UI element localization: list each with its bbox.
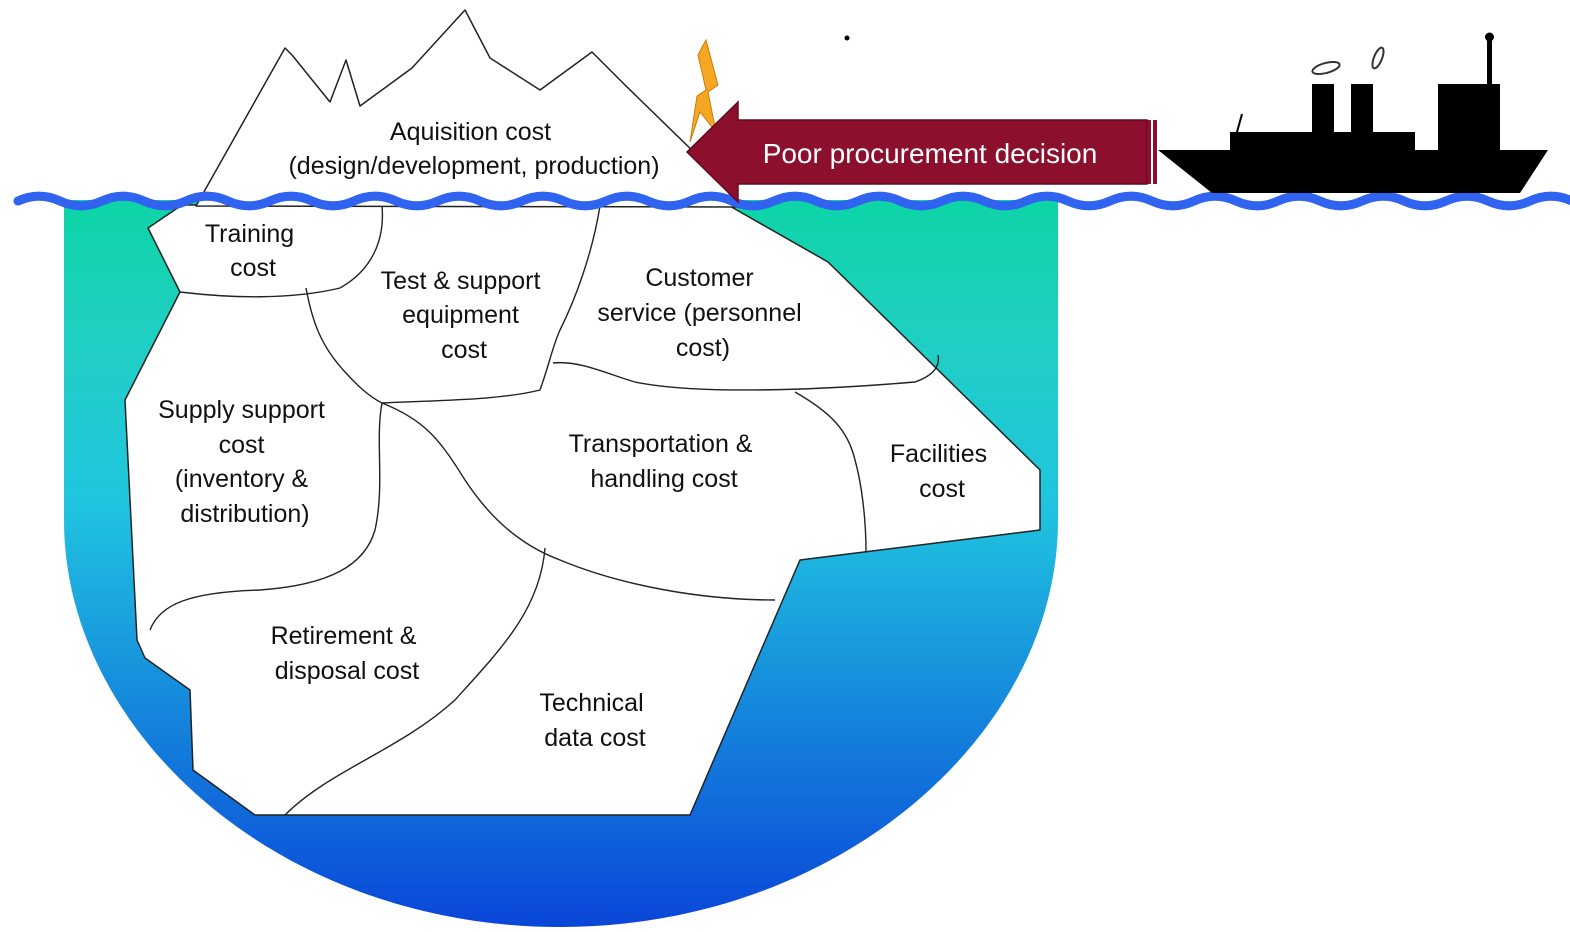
arrow-label: Poor procurement decision — [763, 138, 1098, 169]
divider-test-right — [381, 205, 601, 404]
divider-retirement-technical — [284, 547, 546, 816]
iceberg-underwater — [124, 204, 1041, 816]
ship-bow-line — [1231, 113, 1243, 151]
label-transportation-cost: Transportation & handling cost — [569, 430, 760, 493]
divider-customer-bottom — [552, 354, 940, 391]
label-acquisition-cost: Aquisition cost (design/development, pro… — [288, 118, 659, 180]
ship-hull — [1158, 150, 1548, 193]
label-retirement-cost: Retirement & disposal cost — [271, 622, 424, 685]
lightning-bolt-icon — [689, 38, 719, 143]
procurement-arrow: Poor procurement decision — [685, 100, 1157, 204]
stray-dot — [844, 35, 850, 41]
ship-smoke-right — [1371, 46, 1385, 70]
ship-mast — [1487, 38, 1492, 86]
ship-smoke-left — [1311, 60, 1341, 76]
ship-icon — [1158, 32, 1548, 193]
ship-bridge — [1438, 84, 1500, 152]
waterline-wave — [13, 191, 1570, 211]
iceberg-tip — [195, 9, 741, 208]
divider-training — [179, 205, 384, 298]
divider-test-left — [305, 287, 383, 404]
segment-dividers — [149, 205, 940, 816]
label-customer-service-cost: Customer service (personnel cost) — [597, 264, 808, 362]
ship-funnel-left — [1312, 84, 1334, 136]
ship-funnel-right — [1351, 84, 1373, 136]
ship-deck — [1230, 132, 1415, 152]
divider-facilities — [794, 391, 867, 553]
arrow-tail-stripe-1 — [1147, 120, 1151, 184]
label-facilities-cost: Facilities cost — [890, 440, 994, 503]
label-technical-data-cost: Technical data cost — [539, 689, 650, 752]
arrow-tail-stripe-2 — [1153, 120, 1157, 184]
label-supply-support-cost: Supply support cost (inventory & distrib… — [158, 396, 332, 528]
divider-supply-right — [149, 402, 383, 631]
ship-mast-top — [1485, 32, 1494, 42]
divider-transport-bottom — [381, 402, 776, 601]
label-test-support-cost: Test & support equipment cost — [381, 267, 548, 364]
label-training-cost: Training cost — [205, 220, 301, 282]
